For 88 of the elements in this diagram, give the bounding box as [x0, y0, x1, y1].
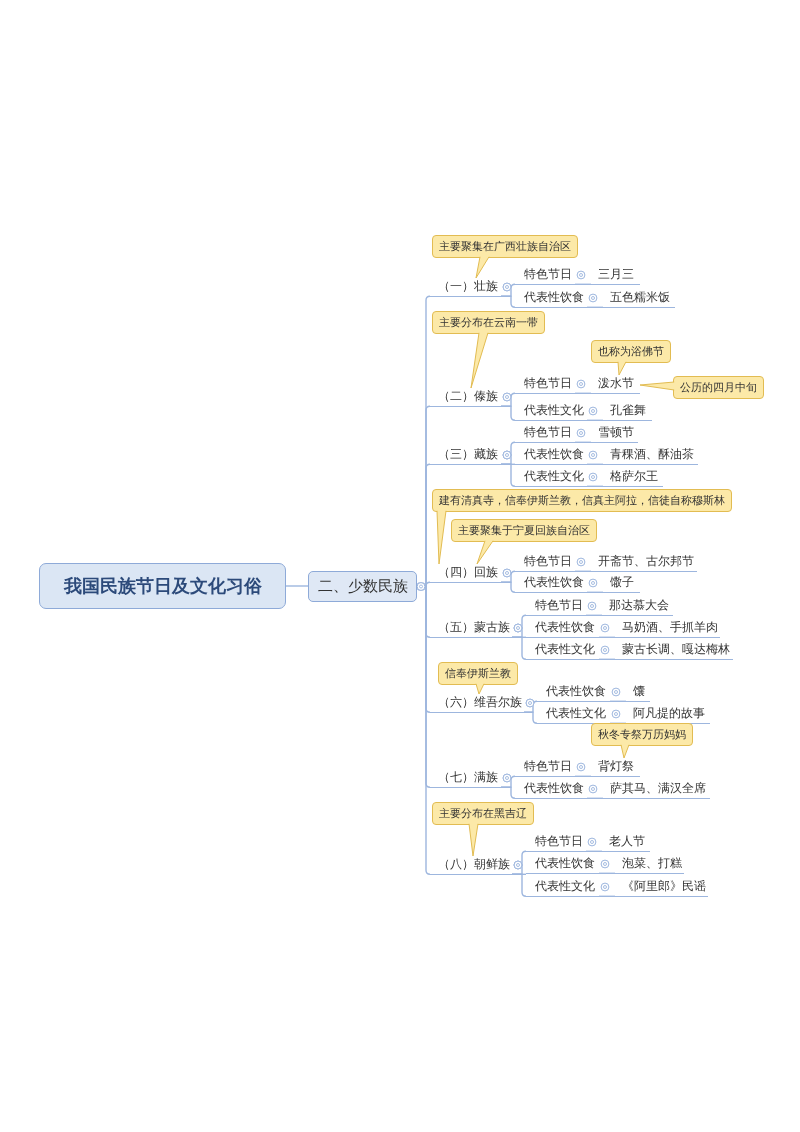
leaf-topic: 馓子 [603, 574, 640, 593]
connector-line [586, 578, 604, 593]
connector-line [523, 698, 538, 724]
subtopic: 代表性饮食 [515, 574, 587, 593]
connector-line [598, 623, 616, 638]
leaf-topic: 萨其马、满汉全席 [603, 780, 710, 799]
connector-line [511, 623, 527, 660]
connector-line [500, 392, 516, 421]
main-topic-box: 二、少数民族 [308, 571, 417, 602]
subtopic: 代表性饮食 [515, 780, 587, 799]
subtopic: 特色节日 [526, 833, 586, 852]
leaf-topic: 三月三 [591, 266, 640, 285]
branch-topic: （二）傣族 [430, 388, 501, 407]
subtopic: 特色节日 [526, 597, 586, 616]
connector-line [586, 450, 604, 465]
connector-line [598, 645, 616, 660]
leaf-topic: 泡菜、打糕 [615, 855, 684, 874]
connector-line [285, 585, 309, 587]
connector-line [574, 557, 592, 572]
subtopic: 代表性饮食 [515, 289, 587, 308]
connector-line [586, 472, 604, 487]
subtopic: 代表性文化 [526, 641, 599, 660]
callout-pointer [470, 332, 489, 389]
connector-line [585, 601, 603, 616]
subtopic: 特色节日 [515, 375, 575, 394]
callout-pointer [475, 683, 485, 695]
leaf-topic: 马奶酒、手抓羊肉 [615, 619, 720, 638]
callout-bubble: 也称为浴佛节 [591, 340, 671, 363]
callout-pointer [476, 540, 494, 565]
subtopic: 特色节日 [515, 424, 575, 443]
connector-line [500, 282, 516, 308]
branch-topic: （五）蒙古族 [430, 619, 512, 638]
branch-topic: （一）壮族 [430, 278, 501, 297]
leaf-topic: 格萨尔王 [603, 468, 663, 487]
subtopic: 代表性饮食 [526, 619, 599, 638]
connector-line [574, 762, 592, 777]
callout-pointer [475, 256, 490, 279]
branch-topic: （四）回族 [430, 564, 501, 583]
leaf-topic: 馕 [626, 683, 650, 702]
subtopic: 特色节日 [515, 758, 575, 777]
connector-line [500, 568, 516, 593]
connector-line [586, 293, 604, 308]
leaf-topic: 背灯祭 [591, 758, 640, 777]
connector-line [609, 687, 627, 702]
leaf-topic: 孔雀舞 [603, 402, 652, 421]
leaf-topic: 那达慕大会 [602, 597, 673, 616]
leaf-topic: 雪顿节 [591, 424, 638, 443]
subtopic: 代表性饮食 [537, 683, 610, 702]
subtopic: 代表性饮食 [526, 855, 599, 874]
connector-line [598, 859, 616, 874]
branch-topic: （三）藏族 [430, 446, 501, 465]
leaf-topic: 青稞酒、酥油茶 [603, 446, 698, 465]
leaf-topic: 老人节 [602, 833, 650, 852]
callout-bubble: 信奉伊斯兰教 [438, 662, 518, 685]
leaf-topic: 蒙古长调、嘎达梅林 [615, 641, 733, 660]
connector-line [586, 406, 604, 421]
connector-line [511, 860, 527, 897]
connector-line [574, 428, 592, 443]
callout-pointer [436, 510, 447, 565]
branch-topic: （七）满族 [430, 769, 501, 788]
subtopic: 代表性文化 [526, 878, 599, 897]
connector-line [586, 784, 604, 799]
connector-line [500, 773, 516, 799]
callout-pointer [617, 361, 627, 376]
branch-topic: （八）朝鲜族 [430, 856, 512, 875]
connector-line [574, 270, 592, 285]
connector-line [598, 882, 616, 897]
callout-bubble: 主要分布在黑吉辽 [432, 802, 534, 825]
leaf-topic: 五色糯米饭 [603, 289, 675, 308]
subtopic: 代表性文化 [515, 402, 587, 421]
callout-pointer [468, 823, 479, 857]
central-topic-box: 我国民族节日及文化习俗 [39, 563, 286, 609]
subtopic: 特色节日 [515, 553, 575, 572]
leaf-topic: 开斋节、古尔邦节 [591, 553, 697, 572]
callout-bubble: 公历的四月中旬 [673, 376, 764, 399]
subtopic: 代表性饮食 [515, 446, 587, 465]
connector-line [500, 450, 516, 487]
connector-line [574, 379, 592, 394]
branch-topic: （六）维吾尔族 [430, 694, 524, 713]
subtopic: 代表性文化 [515, 468, 587, 487]
leaf-topic: 泼水节 [591, 375, 640, 394]
callout-bubble: 秋冬专祭万历妈妈 [591, 723, 693, 746]
callout-bubble: 建有清真寺，信奉伊斯兰教，信真主阿拉，信徒自称穆斯林 [432, 489, 732, 512]
subtopic: 特色节日 [515, 266, 575, 285]
connector-line [585, 837, 603, 852]
leaf-topic: 《阿里郎》民谣 [615, 878, 708, 897]
callout-pointer [620, 744, 630, 759]
callout-pointer [639, 381, 675, 391]
